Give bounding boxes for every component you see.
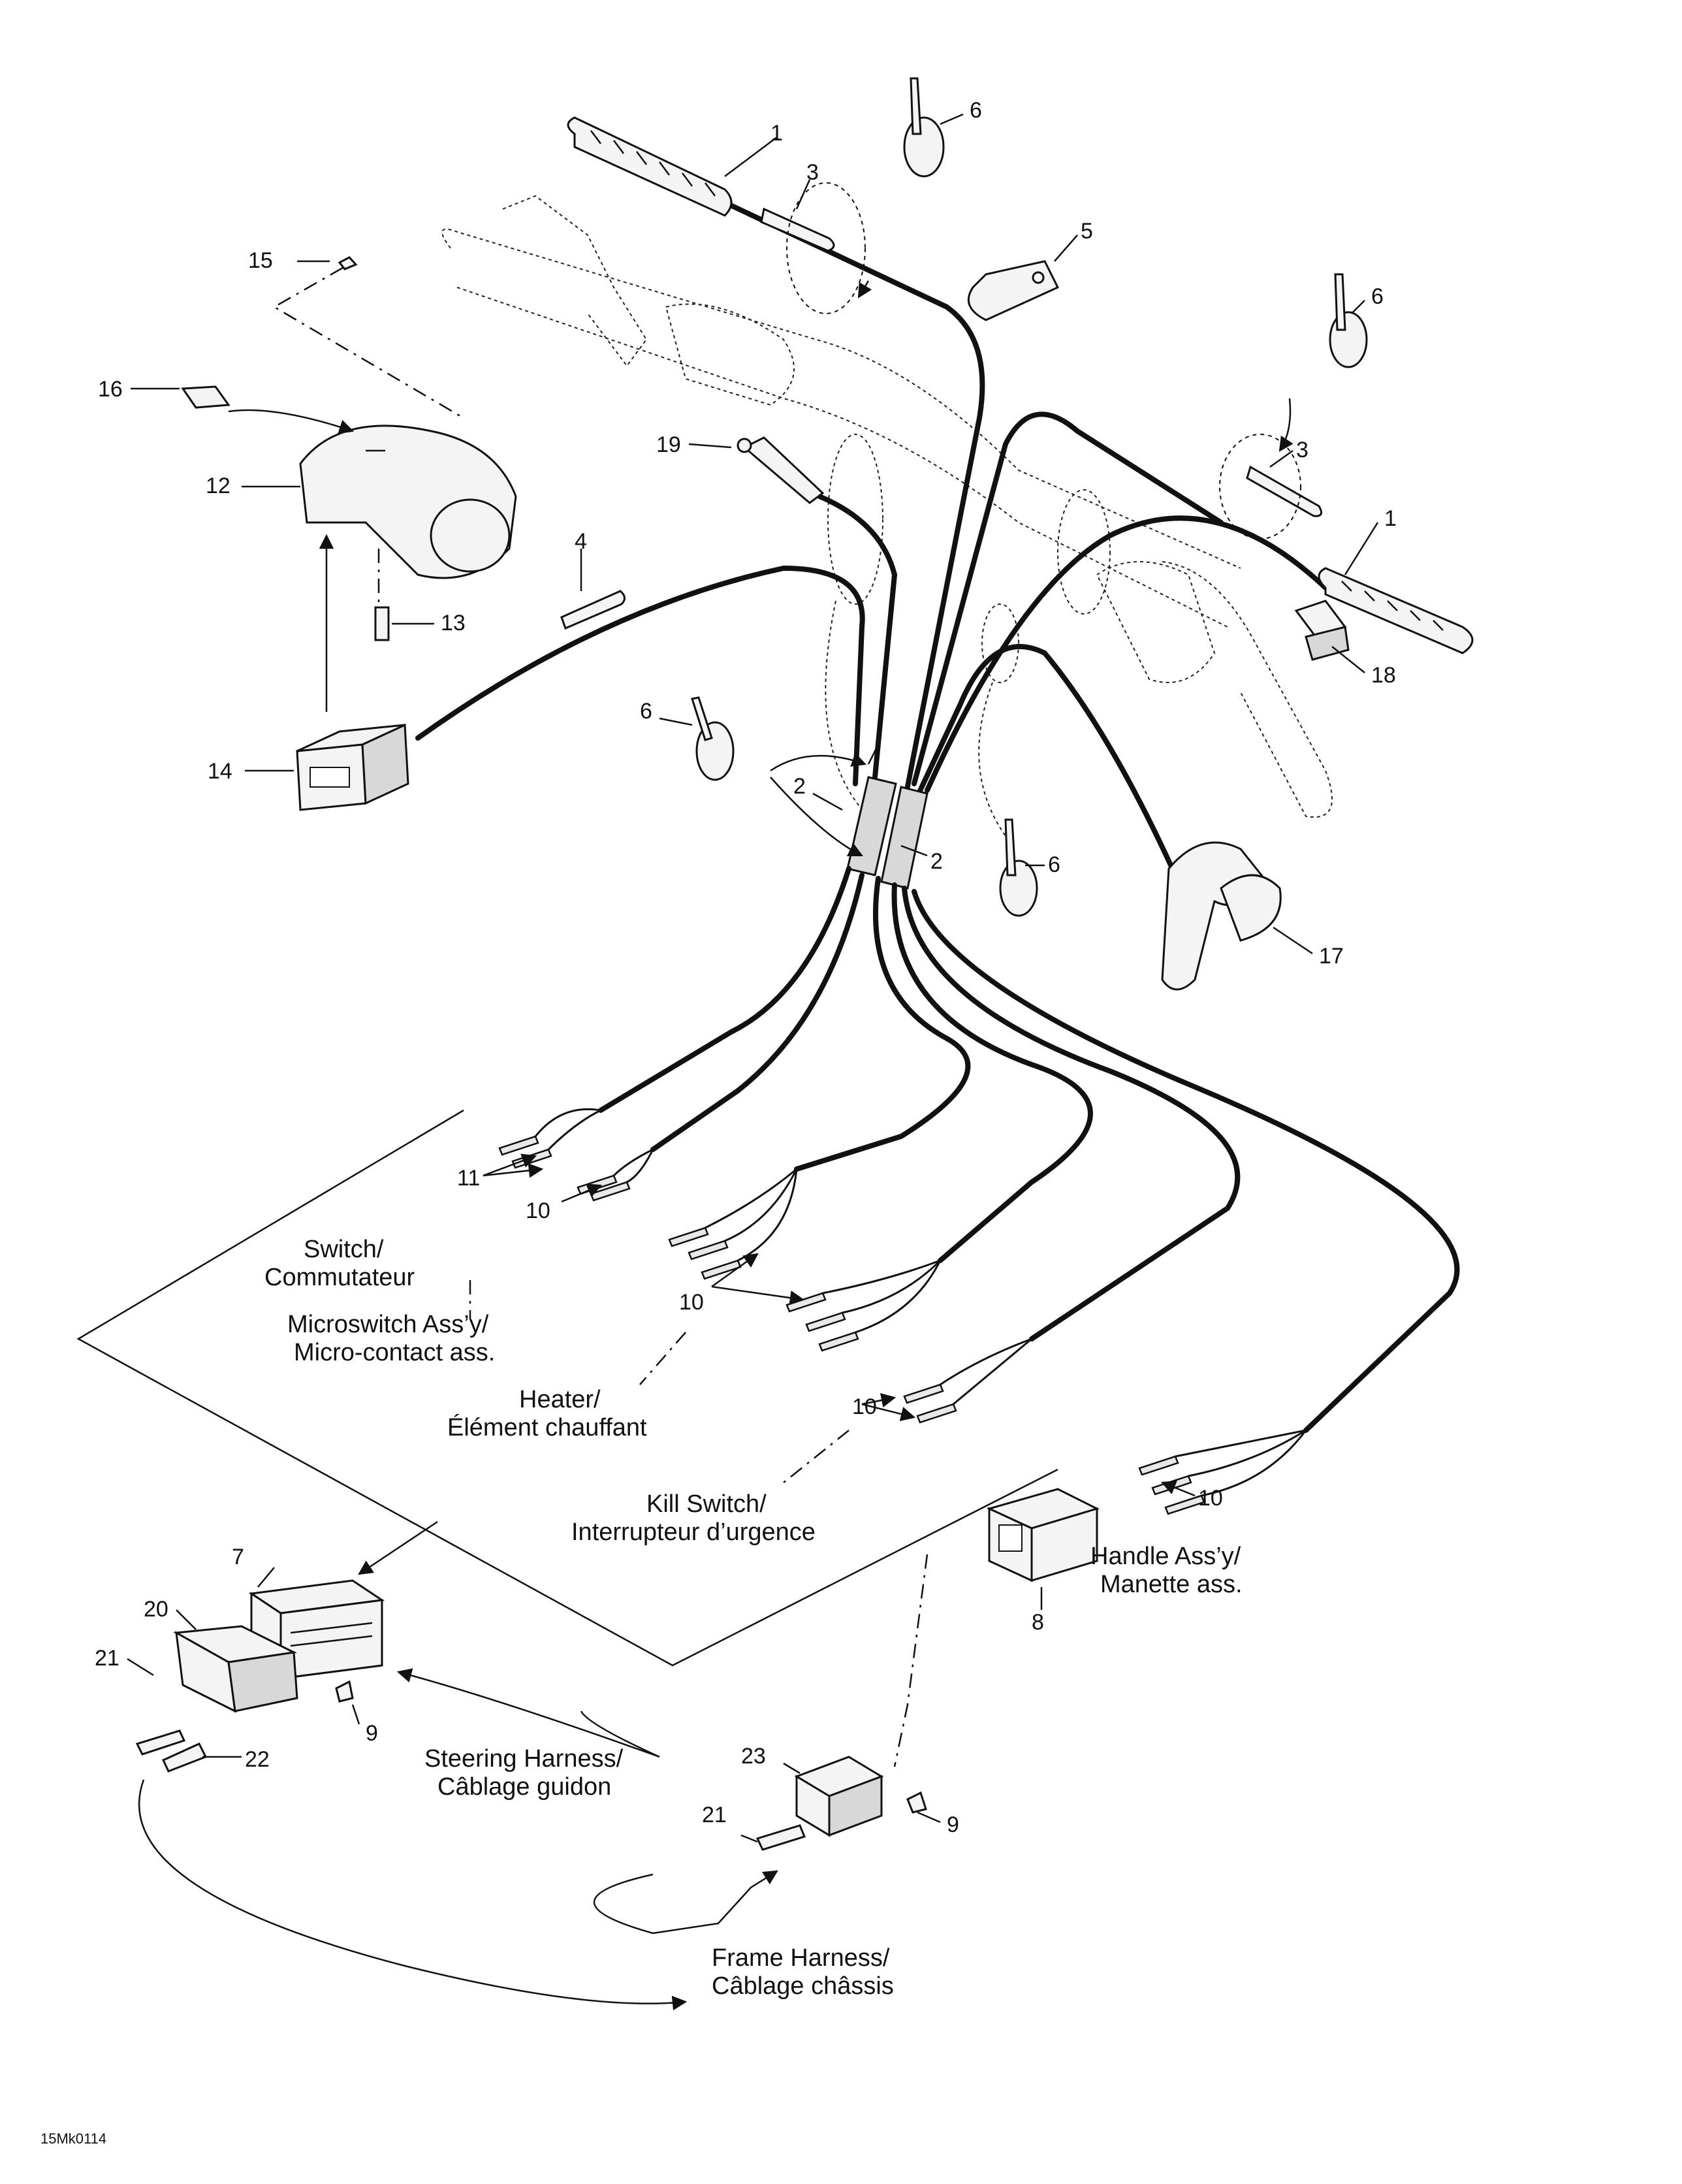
callout-12: 12 bbox=[206, 474, 230, 498]
terminal-pin bbox=[818, 1331, 859, 1352]
callout-23: 23 bbox=[741, 1744, 766, 1769]
callout-6-top: 6 bbox=[970, 98, 982, 123]
handlebar-phantom bbox=[441, 195, 1333, 837]
throttle-handle-part bbox=[1161, 841, 1282, 991]
terminal-22-part bbox=[161, 1742, 208, 1773]
callout-9-right: 9 bbox=[947, 1812, 959, 1837]
connector-18-part bbox=[1294, 600, 1350, 661]
terminal-pin bbox=[903, 1383, 944, 1404]
cable-tie-lower-part bbox=[999, 818, 1038, 917]
caption-switch-en: Switch/ bbox=[304, 1236, 384, 1263]
callout-3-right: 3 bbox=[1296, 438, 1309, 462]
assembly-lines bbox=[138, 266, 1293, 2011]
callout-19: 19 bbox=[656, 432, 681, 457]
caption-handle-en: Handle Ass’y/ bbox=[1090, 1543, 1241, 1570]
microswitch-part bbox=[737, 436, 825, 504]
caption-micro-en: Microswitch Ass’y/ bbox=[287, 1311, 489, 1338]
harness-wires bbox=[415, 200, 1460, 1433]
clamp-part bbox=[967, 260, 1060, 321]
callout-20: 20 bbox=[144, 1597, 168, 1622]
terminal-pin bbox=[511, 1148, 552, 1169]
callout-14: 14 bbox=[208, 759, 232, 784]
callout-1-top: 1 bbox=[770, 121, 783, 146]
caption-steering-fr: Câblage guidon bbox=[437, 1773, 611, 1801]
cable-tie-top-part bbox=[903, 77, 945, 178]
terminal-pin bbox=[1164, 1494, 1205, 1515]
leader-lines bbox=[127, 113, 1379, 1843]
callout-11: 11 bbox=[457, 1166, 480, 1191]
callout-10-d: 10 bbox=[1198, 1486, 1223, 1511]
connector-housing-7-part bbox=[248, 1579, 385, 1680]
callout-9-left: 9 bbox=[366, 1721, 378, 1746]
callout-16: 16 bbox=[98, 377, 123, 402]
terminal-pin bbox=[498, 1135, 539, 1156]
switch-housing-part bbox=[299, 425, 517, 579]
callout-6-lower: 6 bbox=[1048, 852, 1060, 877]
figure-code: 15Mk0114 bbox=[40, 2130, 106, 2147]
label-part bbox=[181, 385, 230, 409]
terminal-21a-part bbox=[135, 1729, 186, 1756]
connector-8-part bbox=[986, 1488, 1100, 1582]
terminal-pin bbox=[668, 1227, 709, 1247]
callout-6-right: 6 bbox=[1371, 284, 1384, 309]
wedge-9a-part bbox=[335, 1680, 354, 1703]
callout-3-left: 3 bbox=[806, 160, 819, 185]
callout-18: 18 bbox=[1371, 663, 1396, 688]
captions: Switch/ Commutateur Microswitch Ass’y/ M… bbox=[264, 1236, 1243, 2000]
switch-14-part bbox=[296, 723, 409, 811]
cable-tie-right-part bbox=[1329, 273, 1368, 368]
heater-grip-right-part bbox=[1318, 567, 1474, 654]
terminal-pins bbox=[498, 1135, 1205, 1515]
steering-harness-outline bbox=[76, 1109, 1058, 1667]
callout-17: 17 bbox=[1319, 944, 1344, 969]
terminal-fanouts bbox=[534, 1108, 1307, 1497]
caption-micro-fr: Micro-contact ass. bbox=[294, 1339, 495, 1366]
terminal-pin bbox=[688, 1240, 729, 1261]
caption-kill-en: Kill Switch/ bbox=[646, 1490, 767, 1518]
callout-7: 7 bbox=[232, 1545, 244, 1569]
terminal-pin bbox=[701, 1259, 742, 1280]
caption-heater-en: Heater/ bbox=[519, 1386, 601, 1413]
caption-handle-fr: Manette ass. bbox=[1100, 1571, 1243, 1598]
screw-15-part bbox=[338, 256, 358, 270]
callout-10-a: 10 bbox=[526, 1198, 550, 1223]
connector-23-part bbox=[794, 1756, 884, 1837]
callout-21-left: 21 bbox=[95, 1646, 119, 1671]
callout-10-b: 10 bbox=[679, 1290, 704, 1315]
caption-steering-en: Steering Harness/ bbox=[424, 1745, 624, 1773]
callout-21-right: 21 bbox=[702, 1803, 727, 1827]
heater-grip-left-part bbox=[567, 116, 733, 217]
callout-2-left: 2 bbox=[793, 774, 806, 799]
caption-switch-fr: Commutateur bbox=[264, 1264, 415, 1291]
tube-4-part bbox=[560, 590, 626, 630]
callout-5: 5 bbox=[1081, 219, 1093, 244]
callout-13: 13 bbox=[441, 611, 466, 635]
callout-6-mid: 6 bbox=[640, 699, 652, 724]
callout-1-right: 1 bbox=[1384, 506, 1397, 531]
cable-tie-mid-part bbox=[691, 696, 735, 781]
callout-2-right: 2 bbox=[930, 849, 943, 874]
caption-heater-fr: Élément chauffant bbox=[447, 1413, 647, 1441]
terminal-pin bbox=[785, 1292, 827, 1313]
callout-10-c: 10 bbox=[852, 1394, 877, 1419]
terminal-pin bbox=[805, 1311, 846, 1332]
callout-15: 15 bbox=[248, 248, 273, 273]
terminal-21b-part bbox=[755, 1824, 806, 1851]
tube-left-part bbox=[760, 182, 866, 314]
tube-right-part bbox=[1219, 434, 1323, 539]
caption-frame-fr: Câblage châssis bbox=[712, 1972, 894, 2000]
caption-kill-fr: Interrupteur d’urgence bbox=[571, 1518, 816, 1546]
screw-13-part bbox=[374, 606, 390, 641]
callout-22: 22 bbox=[245, 1747, 270, 1772]
callout-numbers: 1 1 2 2 3 3 4 5 6 6 6 6 7 8 9 9 10 10 10… bbox=[95, 98, 1397, 1837]
terminal-pin bbox=[916, 1403, 957, 1424]
callout-4: 4 bbox=[575, 529, 587, 554]
caption-frame-en: Frame Harness/ bbox=[712, 1944, 890, 1972]
callout-8: 8 bbox=[1032, 1610, 1044, 1635]
terminal-pin bbox=[1138, 1455, 1179, 1476]
wedge-9b-part bbox=[906, 1791, 927, 1814]
connector-housing-20-part bbox=[173, 1625, 298, 1713]
